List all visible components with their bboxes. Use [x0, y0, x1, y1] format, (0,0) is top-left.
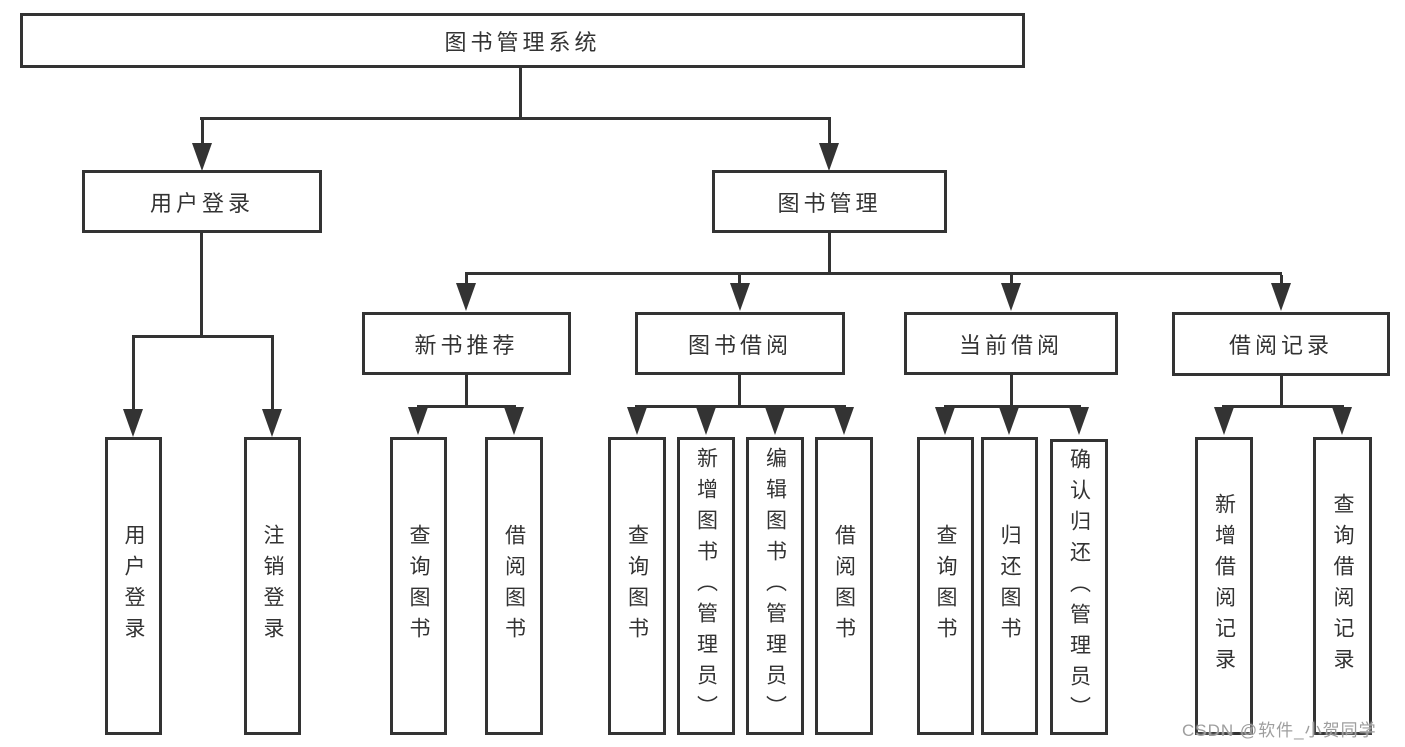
arrow-down-icon: [1214, 407, 1234, 435]
node-label: 确认归还（管理员）: [1067, 447, 1091, 727]
arrow-down-icon: [1271, 283, 1291, 311]
node-label: 新书推荐: [414, 332, 519, 358]
connector-line: [465, 275, 468, 286]
node-label: 注销登录: [261, 524, 284, 648]
connector-line: [828, 233, 831, 274]
leaf-borrow-books-borrowing: 借阅图书: [815, 437, 873, 735]
node-label: 用户登录: [149, 190, 254, 216]
leaf-edit-book-admin: 编辑图书（管理员）: [746, 437, 804, 735]
arrow-down-icon: [504, 407, 524, 435]
connector-line: [1010, 375, 1013, 407]
connector-line: [132, 338, 135, 412]
node-label: 查询图书: [934, 524, 957, 648]
connector-line: [1222, 405, 1344, 408]
leaf-return-books: 归还图书: [981, 437, 1038, 735]
arrow-down-icon: [834, 407, 854, 435]
node-label: 借阅图书: [832, 524, 856, 648]
node-label: 归还图书: [998, 524, 1021, 648]
leaf-user-login: 用户登录: [105, 437, 162, 735]
arrow-down-icon: [627, 407, 647, 435]
arrow-down-icon: [765, 407, 785, 435]
connector-line: [132, 335, 274, 338]
node-book-borrowing: 图书借阅: [635, 312, 845, 375]
node-label: 当前借阅: [958, 332, 1063, 358]
node-new-book-recommend: 新书推荐: [362, 312, 571, 375]
connector-line: [738, 275, 741, 286]
node-book-management: 图书管理: [712, 170, 947, 233]
leaf-add-book-admin: 新增图书（管理员）: [677, 437, 735, 735]
connector-line: [465, 272, 1282, 275]
arrow-down-icon: [999, 407, 1019, 435]
node-user-login: 用户登录: [82, 170, 322, 233]
node-label: 用户登录: [122, 524, 145, 648]
connector-line: [200, 233, 203, 337]
leaf-query-books-recommend: 查询图书: [390, 437, 447, 735]
arrow-down-icon: [192, 143, 212, 171]
arrow-down-icon: [123, 409, 143, 437]
connector-line: [465, 375, 468, 407]
node-label: 图书管理系统: [444, 29, 601, 55]
csdn-watermark: CSDN @软件_小贺同学: [1182, 721, 1377, 740]
node-label: 新增借阅记录: [1212, 493, 1236, 679]
arrow-down-icon: [1001, 283, 1021, 311]
connector-line: [828, 120, 831, 146]
node-label: 借阅图书: [502, 524, 526, 648]
arrow-down-icon: [819, 143, 839, 171]
leaf-borrow-books-recommend: 借阅图书: [485, 437, 543, 735]
connector-line: [271, 338, 274, 412]
node-label: 图书管理: [777, 190, 882, 216]
connector-line: [738, 375, 741, 407]
node-label: 查询图书: [625, 524, 649, 648]
leaf-query-borrow-record: 查询借阅记录: [1313, 437, 1372, 735]
connector-line: [201, 120, 204, 146]
connector-line: [417, 405, 516, 408]
leaf-add-borrow-record: 新增借阅记录: [1195, 437, 1253, 735]
arrow-down-icon: [456, 283, 476, 311]
node-label: 查询图书: [407, 524, 430, 648]
node-label: 借阅记录: [1228, 333, 1333, 358]
connector-line: [1280, 275, 1283, 286]
node-label: 编辑图书（管理员）: [763, 446, 787, 726]
connector-line: [200, 117, 831, 120]
leaf-query-books-borrowing: 查询图书: [608, 437, 666, 735]
connector-line: [519, 68, 522, 117]
node-label: 图书借阅: [687, 332, 792, 358]
arrow-down-icon: [696, 407, 716, 435]
leaf-confirm-return-admin: 确认归还（管理员）: [1050, 439, 1108, 735]
arrow-down-icon: [935, 407, 955, 435]
arrow-down-icon: [730, 283, 750, 311]
node-label: 新增图书（管理员）: [694, 446, 718, 726]
node-borrowing-records: 借阅记录: [1172, 312, 1390, 376]
arrow-down-icon: [262, 409, 282, 437]
leaf-logout: 注销登录: [244, 437, 301, 735]
node-current-borrowing: 当前借阅: [904, 312, 1118, 375]
connector-line: [1010, 275, 1013, 286]
node-label: 查询借阅记录: [1331, 493, 1354, 679]
leaf-query-books-current: 查询图书: [917, 437, 974, 735]
arrow-down-icon: [1069, 407, 1089, 435]
node-library-management-system: 图书管理系统: [20, 13, 1025, 68]
connector-line: [944, 405, 1081, 408]
connector-line: [635, 405, 846, 408]
connector-line: [1280, 376, 1283, 407]
arrow-down-icon: [408, 407, 428, 435]
arrow-down-icon: [1332, 407, 1352, 435]
